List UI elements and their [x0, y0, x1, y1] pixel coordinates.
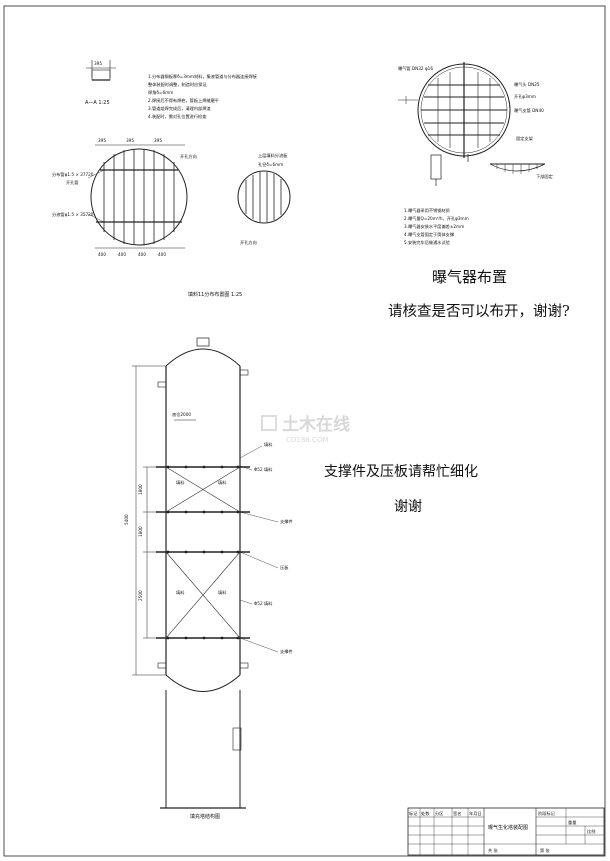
tower-caption: 填充塔结构图: [190, 813, 220, 820]
callout: 曝气头 DN25: [514, 81, 540, 88]
note-line: 2.焊接后不得有焊疤，管板上焊缝磨平: [148, 97, 219, 104]
watermark-logo-icon: [261, 415, 277, 431]
sheet-border: [3, 5, 606, 857]
dim-top: 395: [126, 138, 134, 143]
dim-bed: 1800: [138, 484, 143, 495]
distributor-caption: 填料11分布布置图 1:25: [188, 291, 242, 298]
tb-cell: 阶段标记: [538, 810, 556, 817]
callout: 孔径δ=6mm: [258, 161, 283, 168]
section-dim: 395: [94, 61, 102, 66]
dim-overall: 5400: [124, 514, 129, 525]
callout: 分液管φ1.5 × 35720: [52, 211, 94, 218]
callout: 分布管φ1.5 × 37720: [52, 171, 94, 178]
aerator-note: 5.安装完毕后做通水试验: [404, 239, 451, 246]
aerator-elevation: 下部固定: [430, 154, 553, 186]
level-label: 液位2000: [172, 411, 191, 418]
dim-bottom: 400: [138, 252, 146, 257]
distributor-plan-2: 上层填料分流板 孔径δ=6mm 开孔方向: [237, 152, 291, 246]
dim-top: 395: [98, 138, 106, 143]
callout: 开孔φ3mm: [514, 93, 536, 100]
detail-request: 支撑件及压板请帮忙细化: [324, 464, 478, 480]
tower-callout: Φ52 填料: [254, 600, 273, 607]
callout: 开孔管: [66, 179, 79, 186]
tb-cell: 比例: [587, 828, 595, 835]
dim-bottom: 400: [158, 252, 166, 257]
section-label: A—A 1:25: [85, 100, 110, 106]
tower-callout: 压板: [280, 564, 289, 571]
aerator-notes: 1.曝气器采用不锈钢材质 2.曝气量Q=20m³/h，开孔φ3mm 3.曝气器安…: [404, 207, 469, 246]
tower-callout: Φ52 填料: [254, 466, 273, 473]
aerator-plan: 曝气管 DN32 φ16 曝气头 DN25 开孔φ3mm 曝气支管 DN40 固…: [398, 62, 544, 158]
packing-label: 填料: [218, 479, 227, 486]
callout: 开孔方向: [240, 239, 257, 246]
tb-header: 年月日: [469, 810, 482, 817]
tb-header: 标记: [409, 810, 418, 817]
tb-header: 分区: [435, 810, 443, 817]
watermark-text: 土木在线: [282, 414, 350, 435]
note-line: 整体装配时调整，制造时应保证: [148, 81, 207, 88]
aerator-note: 2.曝气量Q=20m³/h，开孔φ3mm: [404, 215, 469, 222]
tower-callout: 支撑件: [280, 518, 293, 525]
aerator-note: 4.曝气支管固定于筒体支撑: [404, 231, 455, 238]
tb-cell: 重量: [568, 819, 576, 826]
tower-callout: 填料: [264, 441, 273, 448]
tb-cell: 共 张: [488, 847, 499, 854]
left-notes: 1.分布器钢板厚δ=3mm材料，集液管道与分布器连接焊接 整体装配时调整，制造时…: [148, 73, 258, 120]
callout: 下部固定: [536, 173, 553, 180]
tb-header: 处数: [421, 810, 430, 817]
dim-bottom: 400: [98, 252, 106, 257]
callout: 曝气支管 DN40: [514, 107, 544, 114]
callout: 曝气管 DN32 φ16: [398, 65, 433, 72]
callout: 上层填料分流板: [258, 152, 288, 159]
note-line: 4.装配时，需对孔位置进行检查: [148, 113, 207, 120]
aerator-note: 3.曝气器安装水平度偏差±2mm: [404, 223, 464, 230]
callout-hole: 开孔方向: [180, 153, 197, 160]
title-block: 标记 处数 分区 签名 年月日 曝气生化塔装配图 阶段标记 重量 比例 共 张 …: [407, 807, 605, 856]
review-request: 请核查是否可以布开，谢谢?: [388, 303, 570, 320]
note-line: 1.分布器钢板厚δ=3mm材料，集液管道与分布器连接焊接: [148, 73, 258, 80]
tower-callout: 支撑件: [280, 648, 293, 655]
watermark-sub: CO188.COM: [286, 436, 328, 444]
dim-bottom: 400: [118, 252, 126, 257]
note-line: 3.管道组焊完成后，清理内部焊渣: [148, 105, 211, 112]
note-line: 焊角δ=6mm: [148, 89, 173, 96]
section-detail: 395 A—A 1:25: [85, 60, 116, 106]
dim-top: 395: [154, 138, 162, 143]
packing-label: 填料: [218, 589, 227, 596]
packing-label: 填料: [176, 479, 185, 486]
distributor-plan-1: 395 395 395 400 400 400 400 分布管φ1.5 × 37…: [52, 138, 197, 257]
packing-label: 填料: [176, 589, 185, 596]
drawing-name: 曝气生化塔装配图: [488, 824, 528, 831]
aerator-note: 1.曝气器采用不锈钢材质: [404, 207, 450, 214]
watermark: 土木在线 CO188.COM: [261, 414, 350, 444]
thanks-note: 谢谢: [394, 499, 422, 515]
dim-bed: 2500: [138, 590, 143, 601]
tb-header: 签名: [453, 810, 461, 817]
aerator-title: 曝气器布置: [432, 268, 507, 286]
callout: 固定支架: [516, 135, 533, 142]
tower-elevation: 液位2000 填料 填料 填料 填料: [124, 337, 293, 809]
tb-cell: 第 张: [540, 847, 551, 854]
dim-bed: 1800: [138, 526, 143, 537]
